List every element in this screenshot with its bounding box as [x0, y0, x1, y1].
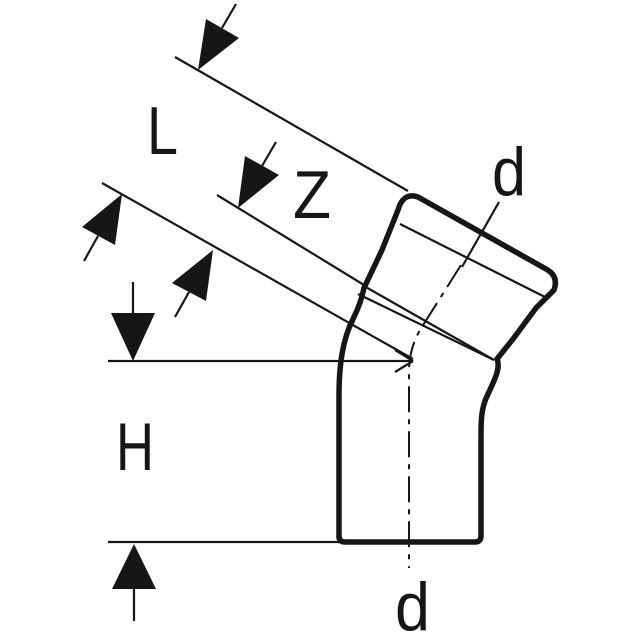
arrow-L-outer	[198, 3, 239, 70]
extension-line-mouth-plane	[174, 56, 409, 192]
arrow-Z-inner	[172, 250, 213, 318]
extension-line-vertex-plane	[101, 182, 414, 360]
arrowhead-icon	[198, 19, 239, 70]
arrowhead-icon	[172, 250, 213, 301]
vertex-arrow-barb-upper	[394, 349, 414, 362]
arrow-tail	[221, 3, 237, 29]
arrow-Z-outer	[238, 141, 279, 208]
diameter-annotation: d d	[395, 134, 526, 640]
dimension-label-d-bottom: d	[395, 569, 430, 640]
pipe-body-outline	[336, 193, 559, 545]
pipe-axis-centerline	[408, 264, 462, 568]
socket-shoulder-edge-lower	[357, 293, 495, 361]
arrowhead-icon	[238, 156, 279, 208]
arrow-H-top	[111, 282, 155, 361]
dimension-label-H: H	[116, 409, 154, 485]
dimension-L-Z: L Z	[82, 3, 414, 360]
arrow-H-bottom	[112, 544, 156, 621]
arrowhead-icon	[111, 313, 155, 361]
dimension-label-d-top: d	[492, 134, 526, 210]
dimension-label-L: L	[147, 93, 178, 169]
socket-shoulder-edge-upper	[363, 285, 495, 361]
arrowhead-icon	[82, 194, 122, 245]
dimension-H: H	[108, 282, 414, 621]
dimension-label-Z: Z	[293, 157, 331, 233]
arrow-tail	[261, 141, 277, 167]
arrow-L-inner	[82, 194, 122, 262]
pipe-outline	[336, 193, 559, 545]
arrowhead-icon	[112, 544, 156, 589]
vertex-arrow-barb-lower	[394, 360, 414, 373]
d-leader-line	[461, 201, 500, 268]
extension-line-shoulder-plane	[216, 194, 365, 286]
centerline	[408, 264, 462, 568]
vertex-pointer-arrow-icon	[394, 349, 414, 373]
arrow-tail	[174, 291, 190, 318]
socket-mouth-inner-edge	[399, 223, 546, 298]
arrow-tail	[83, 235, 99, 262]
